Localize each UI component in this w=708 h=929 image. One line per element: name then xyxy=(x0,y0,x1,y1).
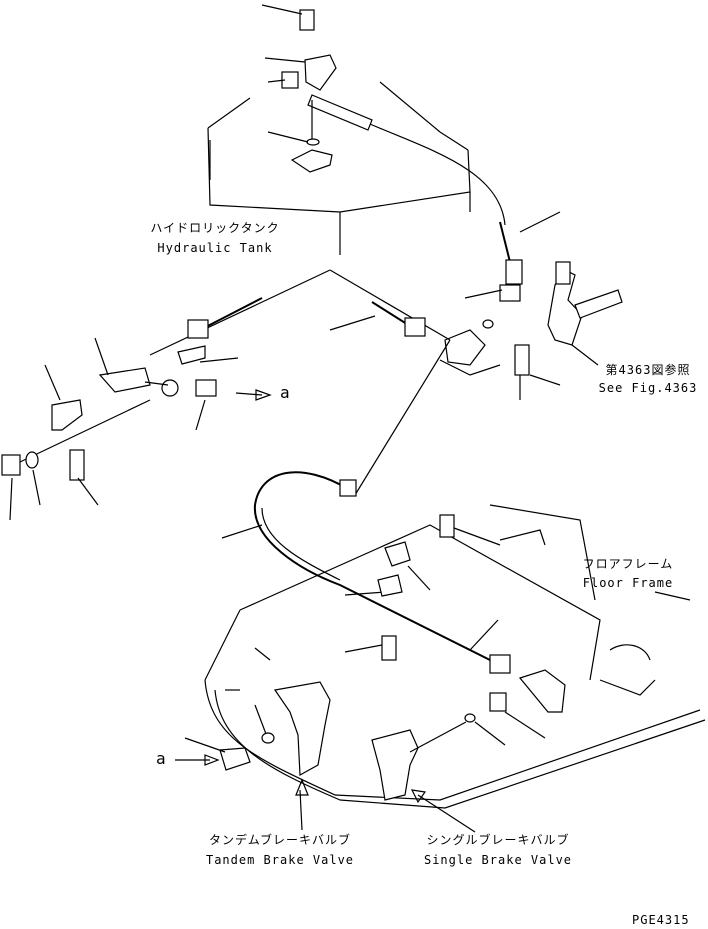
page-code: PGE4315 xyxy=(632,913,690,927)
reference-a-upper: a xyxy=(280,383,291,402)
see-fig-label-en: See Fig.4363 xyxy=(598,381,698,395)
center-clamp xyxy=(439,319,561,400)
hydraulic-tank xyxy=(207,81,471,255)
see-fig-label-jp: 第4363図参照 xyxy=(605,363,691,377)
floor-frame-label-jp: フロアフレーム xyxy=(582,557,674,571)
coiled-hose xyxy=(221,339,511,674)
tee-fitting xyxy=(464,261,623,366)
top-bolt-group xyxy=(261,4,373,146)
left-hose-assembly xyxy=(94,269,451,431)
hydraulic-tank-label-en: Hydraulic Tank xyxy=(157,241,273,255)
floor-frame-label-en: Floor Frame xyxy=(582,576,674,590)
tandem-brake-valve-label-jp: タンデムブレーキバルブ xyxy=(208,833,352,847)
floor-frame xyxy=(204,504,706,809)
single-brake-valve-label-jp: シングルブレーキバルブ xyxy=(426,833,570,847)
single-brake-valve-label-en: Single Brake Valve xyxy=(423,853,573,867)
tandem-brake-valve-shape xyxy=(175,681,331,831)
tandem-brake-valve-label-en: Tandem Brake Valve xyxy=(205,853,355,867)
single-brake-valve-shape xyxy=(371,713,506,833)
tank-hose xyxy=(369,123,561,285)
frame-fasteners xyxy=(344,514,566,739)
hydraulic-tank-label-jp: ハイドロリックタンク xyxy=(150,221,280,235)
left-bracket-group xyxy=(1,364,151,521)
reference-a-lower: a xyxy=(156,749,167,768)
